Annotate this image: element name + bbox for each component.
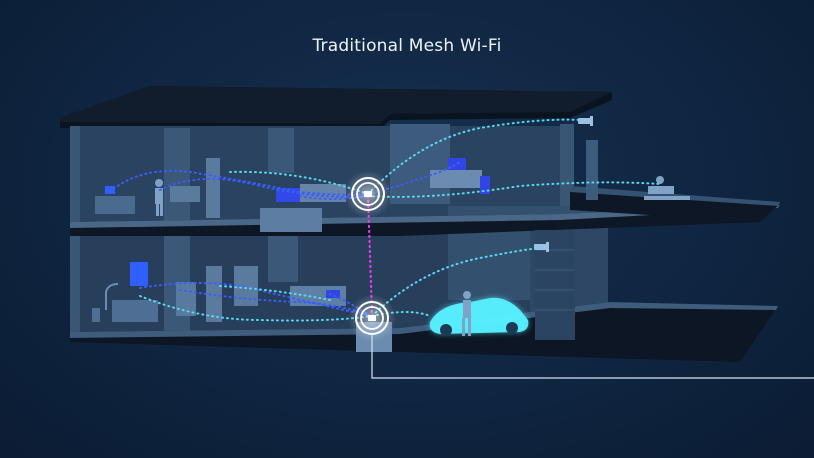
router-node-icon bbox=[348, 294, 396, 342]
callout-line bbox=[371, 334, 814, 379]
ground-slab bbox=[70, 302, 778, 362]
person-icon bbox=[644, 176, 690, 200]
security-camera-icon bbox=[534, 242, 549, 252]
security-camera-icon bbox=[578, 116, 593, 126]
laptop-icon bbox=[105, 186, 115, 194]
person-icon bbox=[155, 179, 163, 216]
person-icon bbox=[462, 291, 471, 336]
page-title: Traditional Mesh Wi-Fi bbox=[312, 36, 502, 56]
router-node-icon bbox=[344, 170, 392, 218]
